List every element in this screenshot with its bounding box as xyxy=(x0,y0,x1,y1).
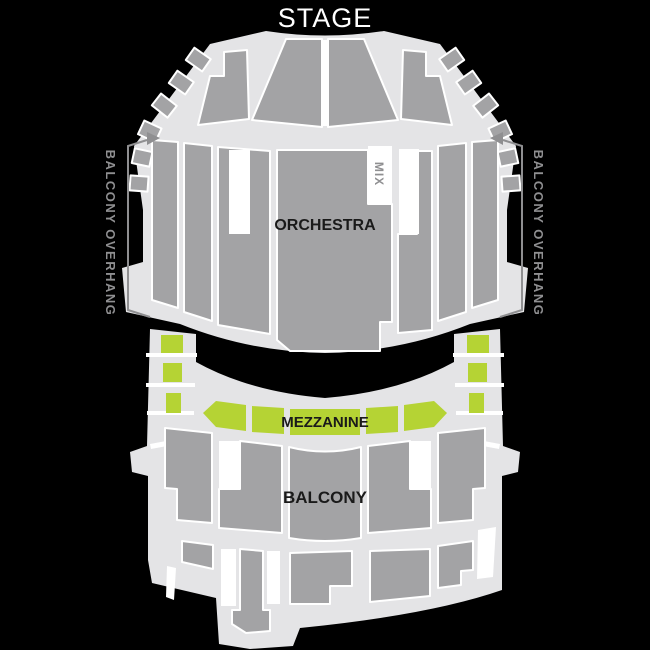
mezzanine-box-seat[interactable] xyxy=(467,335,489,353)
balcony-notch-right xyxy=(410,441,431,489)
balcony-rear-far-right[interactable] xyxy=(437,540,474,589)
orchestra-rear-right[interactable] xyxy=(437,142,467,322)
balcony-rear-far-left[interactable] xyxy=(181,540,214,570)
wing-separator xyxy=(146,383,195,387)
arrow-left-icon xyxy=(490,132,503,145)
balcony-section-far-right[interactable] xyxy=(437,427,486,524)
box-seat[interactable] xyxy=(472,92,500,119)
orchestra-block: MIX ORCHESTRA xyxy=(122,31,528,353)
overhang-bracket-left xyxy=(127,139,151,318)
orchestra-front-center-left[interactable] xyxy=(251,38,323,128)
orchestra-notch-right xyxy=(399,149,419,234)
orchestra-label: ORCHESTRA xyxy=(274,217,376,234)
orchestra-rear-far-right[interactable] xyxy=(471,139,499,309)
balcony-rear-aisle xyxy=(166,566,176,600)
balcony-notch-left xyxy=(219,441,240,489)
wing-separator xyxy=(455,383,504,387)
box-seats-left xyxy=(128,46,212,193)
mezzanine-box-seat[interactable] xyxy=(468,363,487,382)
box-seat[interactable] xyxy=(184,46,212,73)
balcony-rear-aisle xyxy=(267,551,280,604)
box-seat[interactable] xyxy=(167,69,195,96)
center-aisle xyxy=(321,40,329,126)
mix-booth-label: MIX xyxy=(372,162,386,186)
box-seat[interactable] xyxy=(128,174,150,193)
mezzanine-section[interactable] xyxy=(366,406,398,434)
box-seat[interactable] xyxy=(500,174,522,193)
mezzanine-box-seat[interactable] xyxy=(166,393,181,413)
box-seat[interactable] xyxy=(438,46,466,73)
mezzanine-balcony-block: MEZZANINE BALCONY xyxy=(130,329,520,649)
mezzanine-section-right-cap[interactable] xyxy=(404,401,447,431)
mezzanine-section-left-cap[interactable] xyxy=(203,401,246,431)
balcony-rear-center-left[interactable] xyxy=(289,550,353,605)
wing-separator xyxy=(453,353,504,357)
mezzanine-box-seat[interactable] xyxy=(469,393,484,413)
balcony-overhang-left: BALCONY OVERHANG xyxy=(103,132,160,318)
orchestra-rear-left[interactable] xyxy=(183,142,213,322)
box-seat[interactable] xyxy=(496,147,520,168)
orchestra-notch-left xyxy=(229,150,250,234)
stage-label: STAGE xyxy=(278,3,373,33)
mezzanine-label: MEZZANINE xyxy=(281,414,369,431)
balcony-section-center[interactable] xyxy=(288,446,362,542)
overhang-bracket-right xyxy=(499,139,523,318)
balcony-label: BALCONY xyxy=(283,488,368,507)
mezzanine-section-center[interactable] xyxy=(290,409,360,435)
wing-separator xyxy=(146,353,197,357)
mezzanine-box-seat[interactable] xyxy=(163,363,182,382)
balcony-overhang-right: BALCONY OVERHANG xyxy=(490,132,546,318)
orchestra-front-side-left[interactable] xyxy=(197,49,250,126)
mix-booth xyxy=(368,146,392,203)
box-seat[interactable] xyxy=(150,92,178,119)
mezzanine-section[interactable] xyxy=(252,406,284,434)
orchestra-front-side-right[interactable] xyxy=(400,49,453,126)
overhang-right-label: BALCONY OVERHANG xyxy=(531,150,546,317)
box-seat[interactable] xyxy=(455,69,483,96)
overhang-left-label: BALCONY OVERHANG xyxy=(103,150,118,317)
orchestra-rear-far-left[interactable] xyxy=(151,139,179,309)
mezzanine-box-seat[interactable] xyxy=(161,335,183,353)
box-seats-right xyxy=(438,46,522,193)
balcony-rear-left-column[interactable] xyxy=(231,548,271,634)
balcony-rear-aisle xyxy=(221,549,236,606)
balcony-section-far-left[interactable] xyxy=(164,427,213,524)
box-seat[interactable] xyxy=(130,147,154,168)
arrow-right-icon xyxy=(147,132,160,145)
balcony-rear-center-right[interactable] xyxy=(369,548,431,603)
balcony-rear-aisle xyxy=(477,527,496,579)
